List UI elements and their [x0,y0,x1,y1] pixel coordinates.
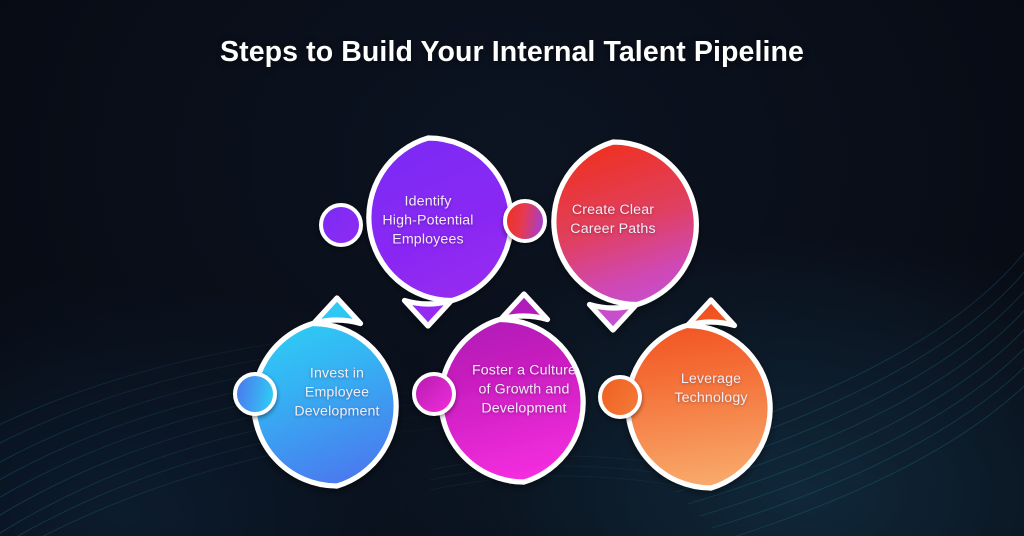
connector-dot-step-5[interactable] [598,375,642,419]
connector-dot-step-2[interactable] [503,199,547,243]
page-title: Steps to Build Your Internal Talent Pipe… [220,36,804,68]
step-node-foster-a-culture-of-growth-and-development[interactable]: Foster a Culture of Growth and Developme… [433,290,615,486]
connector-dot-step-1[interactable] [319,203,363,247]
connector-dot-step-4[interactable] [412,372,456,416]
step-node-leverage-technology[interactable]: Leverage Technology [620,296,802,492]
connector-dot-step-3[interactable] [233,372,277,416]
